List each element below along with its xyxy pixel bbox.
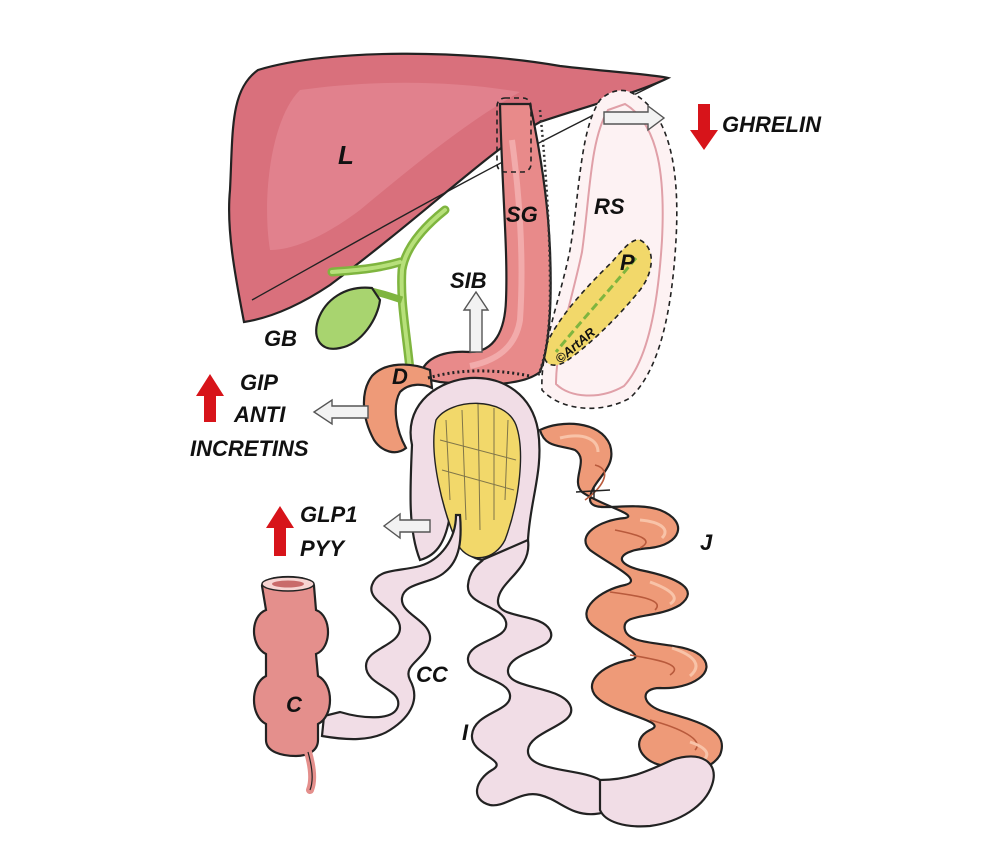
- jejunum-highlight: [559, 434, 709, 764]
- ghrelin-down-arrow: [690, 104, 718, 150]
- remnant-stomach-label: RS: [594, 194, 625, 219]
- sleeve-gastrectomy-label: SG: [506, 202, 538, 227]
- staple-line: [536, 109, 552, 377]
- liver-lobe-line: [251, 81, 661, 301]
- pancreatic-duct: [554, 257, 638, 353]
- duodenum-shape: [362, 363, 434, 454]
- ghrelin-hollow-arrow: [603, 104, 666, 132]
- colon-shape: [253, 576, 331, 758]
- pyy-label: PYY: [300, 536, 346, 561]
- colon-opening-inner: [272, 580, 304, 588]
- liver-label: L: [338, 140, 354, 170]
- anastomosis-staples: [427, 369, 531, 380]
- jejunum-cut-line: [575, 489, 611, 493]
- jejunum-label: J: [700, 530, 713, 555]
- biliopancreatic-lines: [439, 403, 517, 531]
- remnant-stomach-inner: [554, 102, 664, 397]
- glp1-hollow-arrow: [382, 512, 431, 540]
- glp1-up-arrow: [266, 506, 294, 556]
- bile-duct-inner: [330, 208, 447, 372]
- gip-up-arrow: [196, 374, 224, 422]
- colon-label: C: [286, 692, 303, 717]
- ileum-shape: [466, 538, 616, 816]
- sleeve-highlight: [469, 139, 525, 369]
- anti-label: ANTI: [233, 402, 286, 427]
- gallbladder-shape: [315, 286, 382, 350]
- sib-hollow-arrow: [462, 290, 490, 353]
- incretins-label: INCRETINS: [190, 436, 309, 461]
- gallbladder-label: GB: [264, 326, 297, 351]
- pancreas-label: P: [620, 250, 635, 275]
- jejunum-shape: [538, 422, 723, 771]
- ileum-lower-loop: [598, 755, 715, 828]
- glp1-label: GLP1: [300, 502, 357, 527]
- jejunum-coils: [584, 464, 698, 751]
- ghrelin-label: GHRELIN: [722, 112, 822, 137]
- common-channel-label: CC: [416, 662, 449, 687]
- gip-label: GIP: [240, 370, 278, 395]
- liver-shading: [267, 82, 520, 250]
- appendix-outline: [307, 751, 313, 791]
- ileum-label: I: [462, 720, 469, 745]
- sleeve-top-dashed: [496, 97, 532, 173]
- sib-label: SIB: [450, 268, 487, 293]
- duodenum-label: D: [392, 364, 408, 389]
- gip-hollow-arrow: [312, 398, 369, 426]
